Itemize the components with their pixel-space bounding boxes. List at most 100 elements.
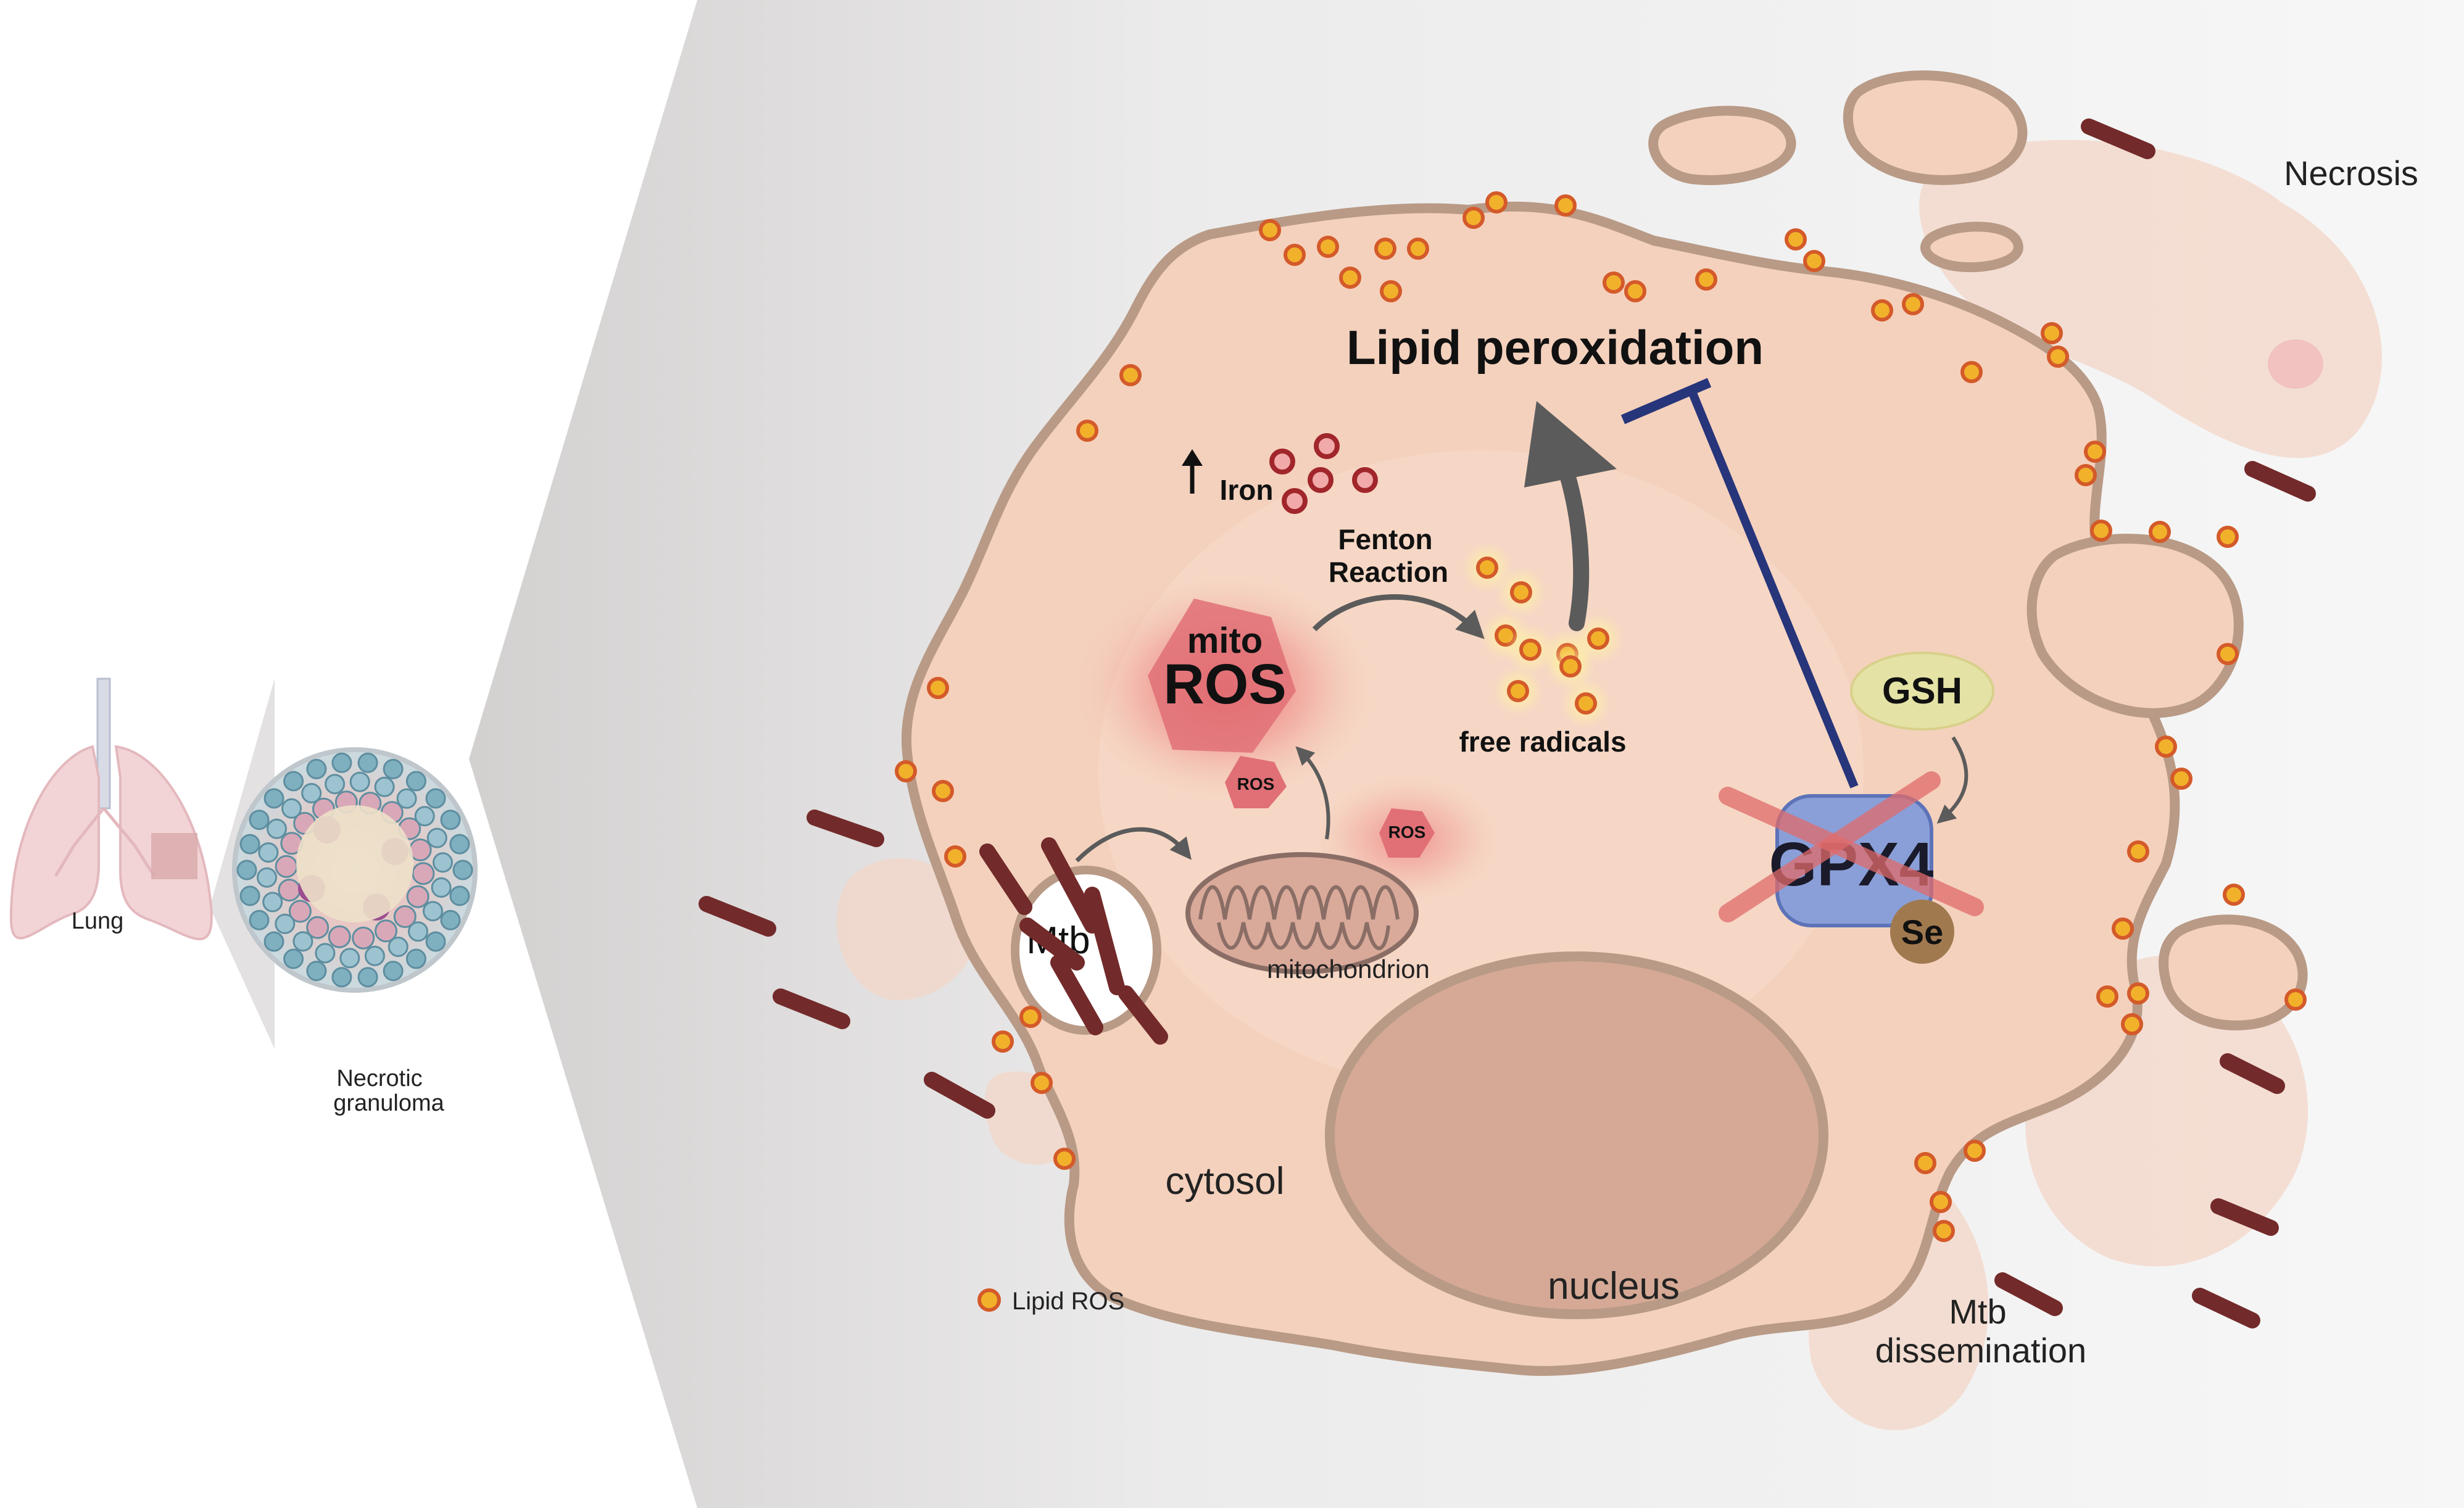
lipid-ros-dot [1462,207,1485,229]
mtb-arrow [1075,827,1192,863]
granuloma-cell [405,771,426,792]
iron-group: Iron [1182,433,1378,514]
granuloma-cell [301,783,322,803]
granuloma-cell [339,948,360,969]
mtb-rod [807,810,884,847]
granuloma-cell [440,810,461,831]
lipid-ros-dot [2096,985,2118,1008]
mtb-rod [1118,985,1168,1045]
iron-dot [1282,488,1308,514]
legend: Lipid ROS [977,1288,1124,1315]
lipid-ros-dot [2075,464,2097,486]
granuloma-cell [328,925,351,948]
granuloma-cell [383,961,404,982]
lipid-ros-dot [927,677,949,699]
lipid-ros-dot [2217,643,2239,665]
lipid-ros-dot [2121,1013,2143,1035]
gsh-arrow [1936,736,1968,824]
lipid-ros-dot [1259,219,1281,241]
lipid-ros-dot [2217,526,2239,548]
mtb-rod [924,1072,995,1119]
granuloma-label-line2: granuloma [333,1090,444,1116]
lipid-ros-dot [895,760,917,782]
granuloma-cell [364,945,385,966]
mtb-rod [1994,1272,2063,1316]
gpx4-cross-2 [1719,771,1941,922]
selenium-circle [1890,900,1954,964]
granuloma-cell [263,931,284,952]
nucleus-label: nucleus [1548,1265,1680,1307]
granuloma-cell [275,855,298,878]
lipid-ros-dot [2149,521,2171,543]
mtb-rod [979,843,1032,915]
ros-small-label-1: ROS [1237,774,1275,793]
lipid-ros-dot [1933,1220,1955,1242]
peroxidation-arrowhead [1524,401,1617,487]
lipid-ros-dot [1119,364,1142,386]
vesicle-1 [1648,106,1796,185]
granuloma-cell [258,842,279,863]
dissemination-label-line2: dissemination [1875,1331,2086,1370]
lipid-ros-dot [1053,1148,1076,1170]
granuloma-cell [288,900,312,923]
granuloma-cell [315,943,336,964]
bronchi [54,807,156,877]
granuloma-cell [426,827,447,848]
dissemination-label-line1: Mtb [1949,1292,2006,1331]
granuloma-cell [283,948,304,969]
iron-dots [1269,433,1378,514]
granuloma-cell [393,905,417,929]
gsh-label: GSH [1882,670,1962,711]
granuloma-cell [425,788,446,809]
lipid-ros-dot [1871,299,1893,321]
gpx4-cross-1 [1719,787,1984,916]
selenium-label: Se [1901,913,1944,951]
lipid-ros-dot [2223,884,2245,906]
lipid-ros-dot [1317,236,1339,258]
mtb-rod [1084,887,1125,995]
legend-lipid-ros-label: Lipid ROS [1012,1288,1124,1315]
granuloma-cell [440,909,461,930]
fenton-label-line2: Reaction [1329,556,1448,588]
granuloma-cell [375,919,397,943]
granuloma-cell [239,834,260,855]
granuloma-cell [306,758,327,779]
lipid-ros-dot [1695,268,1717,291]
mtb-rod [2220,1053,2285,1094]
ros-small-label-2: ROS [1388,822,1426,842]
granuloma-cell [349,771,370,792]
lipid-ros-dot [2090,520,2112,542]
granuloma-cell [249,909,270,930]
lipid-ros-dot [992,1030,1014,1053]
lipid-ros-dot [1554,194,1577,217]
lipid-ros-dots [895,191,2307,1242]
granuloma-cell [449,834,470,855]
nucleus [1325,951,1828,1319]
granuloma-cell [383,758,404,779]
mtb-rod [699,896,776,937]
granuloma-cell [249,810,270,831]
granuloma-cell [425,931,446,952]
granuloma-cell [414,806,435,827]
granuloma-cell [262,892,283,913]
vesicles [1648,70,2308,1030]
lipid-ros-dot [1031,1072,1053,1094]
granuloma-cell [267,818,287,839]
lipid-ros-dot [1930,1191,1952,1213]
lipid-ros-dot [1603,271,1625,294]
granuloma-cell [452,860,473,880]
free-radical-dot [1519,639,1541,661]
lipid-peroxidation-label: Lipid peroxidation [1346,320,1764,375]
necrosis-spot [2268,339,2323,389]
mito-ros-label: ROS [1163,653,1286,716]
mtb-rod [2210,1198,2279,1236]
granuloma-cell [431,877,452,898]
granuloma-cell [239,885,260,906]
lipid-ros-dot [944,845,966,868]
mito-label: mito [1187,621,1263,661]
mtb-rod [1050,955,1103,1035]
free-radical-dot [1587,628,1609,650]
lipid-ros-dot [2127,840,2149,863]
iron-label: Iron [1220,474,1274,506]
